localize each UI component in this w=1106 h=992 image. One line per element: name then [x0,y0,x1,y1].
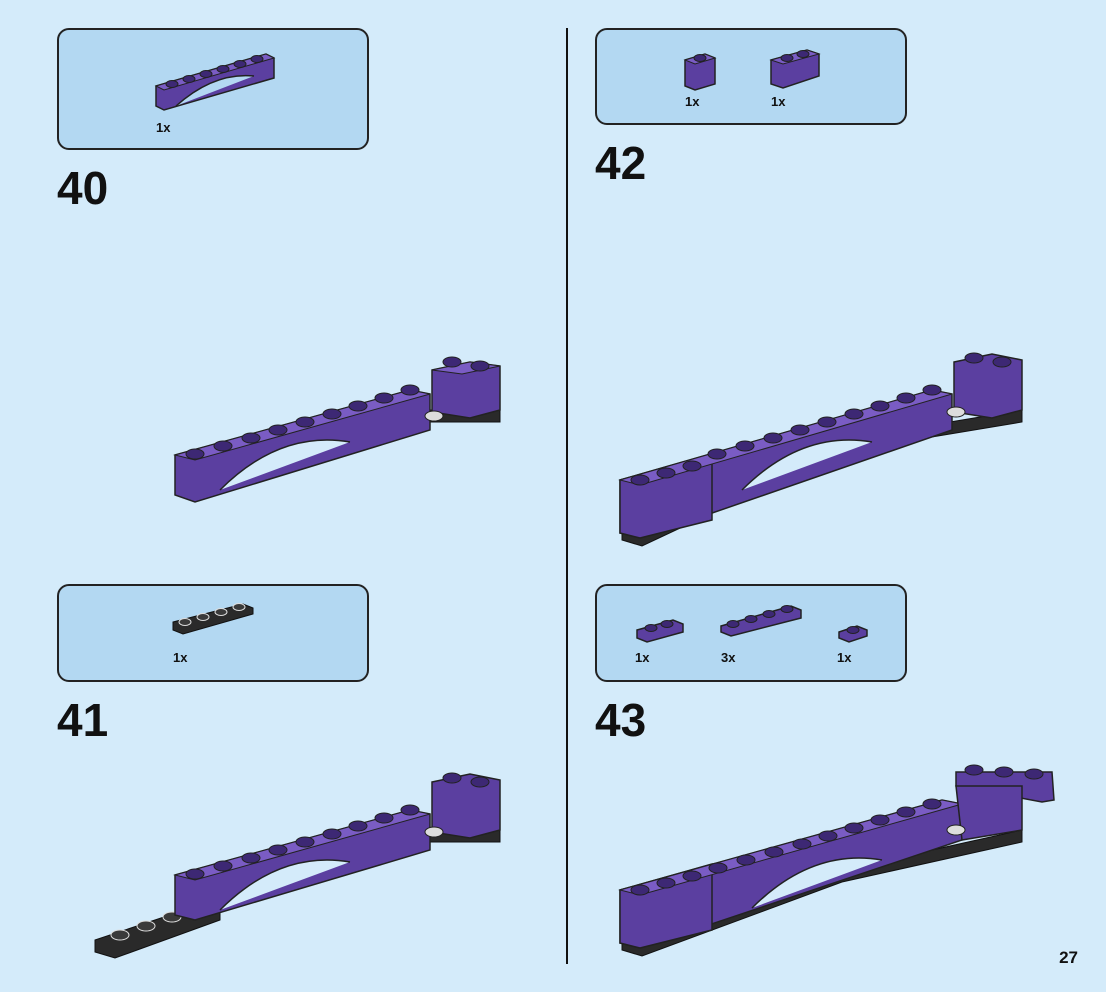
purple-arch-brick-icon [154,53,276,111]
purple-1x1-brick-icon [683,53,717,91]
step-number: 43 [595,694,647,746]
part-quantity: 1x [771,94,786,109]
step-40-model-illustration [173,356,501,503]
step-number: 40 [57,162,109,214]
part-quantity: 1x [156,120,171,135]
page-number: 27 [1059,948,1078,967]
step-42-model-illustration [618,352,1023,547]
step-number: 42 [595,137,647,189]
column-divider [566,28,568,964]
purple-1x4-plate-icon [720,605,802,637]
part-quantity: 1x [635,650,650,665]
part-quantity: 3x [721,650,736,665]
part-quantity: 1x [173,650,188,665]
purple-1x2-plate-icon [636,619,684,643]
step-43-parts-box: 1x 3x 1x [595,584,907,682]
purple-1x2-brick-icon [769,49,821,89]
step-43-model-illustration [618,764,1055,957]
step-40-parts-box: 1x [57,28,369,150]
step-41-parts-box: 1x [57,584,369,682]
black-plate-icon [172,603,254,635]
step-41-model-illustration [94,772,501,959]
purple-1x1-plate-icon [838,625,868,643]
step-number: 41 [57,694,109,746]
step-42-parts-box: 1x 1x [595,28,907,125]
part-quantity: 1x [837,650,852,665]
part-quantity: 1x [685,94,700,109]
